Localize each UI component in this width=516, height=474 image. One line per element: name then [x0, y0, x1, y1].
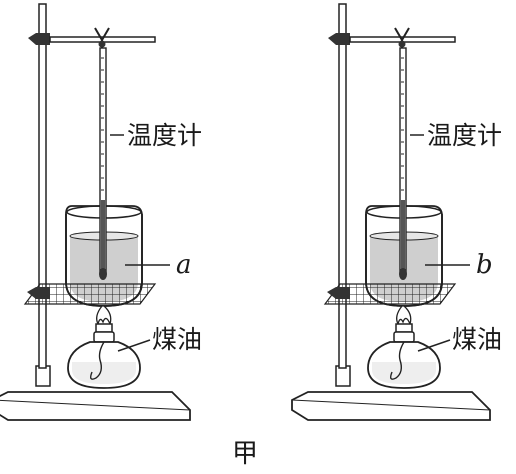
apparatus-b: 温度计 b 煤油: [291, 3, 502, 421]
beaker-label-b: b: [476, 250, 493, 280]
beaker-label-a: a: [176, 250, 192, 280]
burner-label: 煤油: [152, 325, 202, 354]
thermometer-label: 温度计: [427, 121, 502, 150]
burner-label: 煤油: [452, 325, 502, 354]
figure-caption: 甲: [232, 439, 258, 469]
thermometer-label: 温度计: [127, 121, 202, 150]
apparatus-a: 温度计 a 煤油: [0, 3, 202, 421]
